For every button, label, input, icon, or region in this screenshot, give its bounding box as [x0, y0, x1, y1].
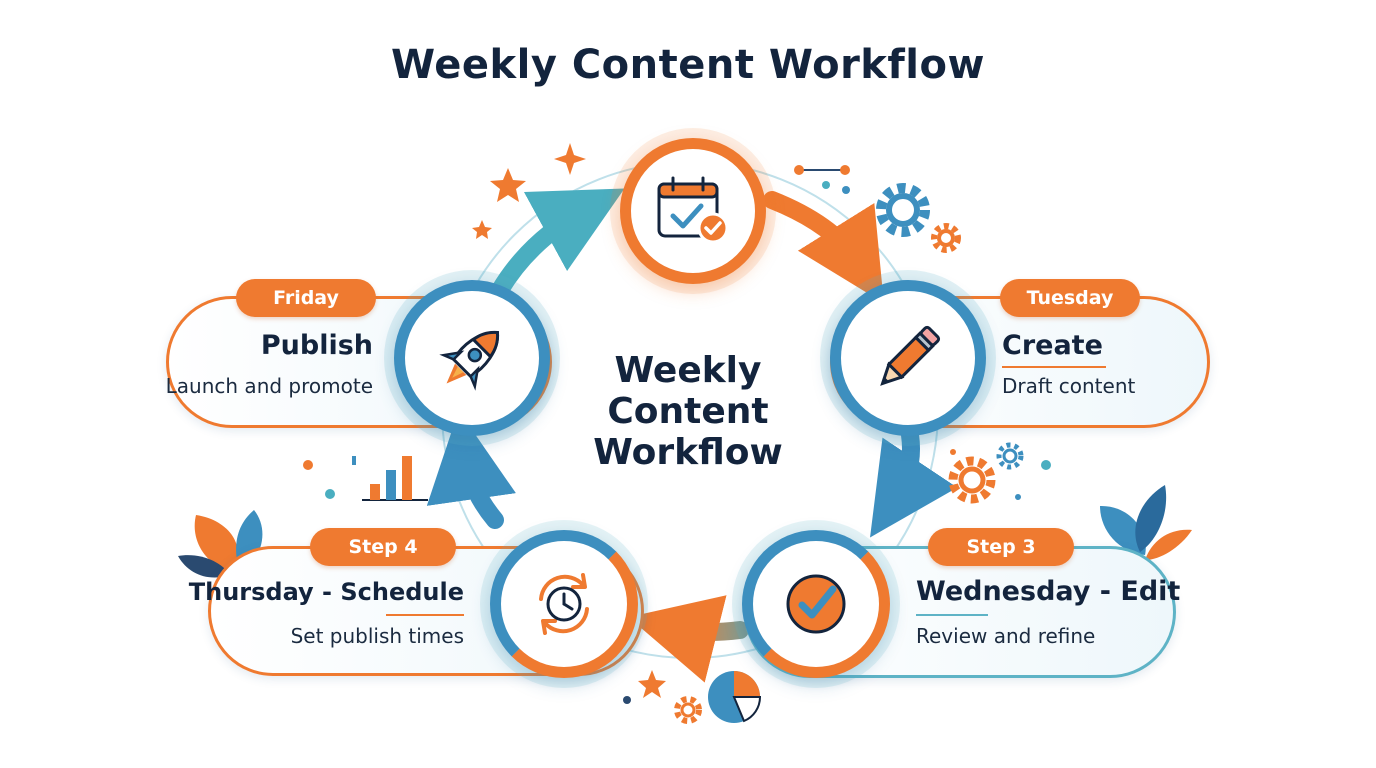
step-title-schedule: Thursday - Schedule	[188, 578, 464, 606]
star-bottom-icon	[638, 670, 666, 698]
connector-dots-icon	[794, 165, 850, 194]
star-icon	[490, 168, 526, 202]
star-small-icon	[472, 220, 492, 239]
pie-chart-icon	[708, 671, 762, 723]
calendar-check-icon	[657, 176, 729, 244]
badge-tuesday: Tuesday	[1000, 279, 1140, 317]
leaf-right-icon	[1100, 485, 1192, 560]
node-pencil	[830, 280, 986, 436]
gear-small-icon	[931, 223, 961, 253]
node-rocket	[394, 280, 550, 436]
bar-chart-icon	[352, 456, 428, 501]
sparkle-icon	[554, 143, 586, 175]
step-title-edit: Wednesday - Edit	[916, 576, 1181, 607]
center-label-line-1: Weekly	[614, 350, 762, 391]
center-label-line-3: Workflow	[593, 432, 783, 473]
node-calendar	[620, 138, 766, 284]
step-subtitle-create: Draft content	[1002, 374, 1136, 398]
badge-friday: Friday	[236, 279, 376, 317]
node-clock	[490, 530, 638, 678]
create-underline	[1002, 366, 1106, 368]
arrow-right-to-bottomright	[870, 426, 958, 538]
badge-step-3: Step 3	[928, 528, 1074, 566]
schedule-underline	[386, 614, 464, 616]
center-label: Weekly Content Workflow	[558, 350, 818, 473]
gear-bottom-icon	[674, 696, 702, 724]
arrow-bottomright-to-bottomleft	[628, 595, 749, 683]
gear-orange-icon	[948, 456, 996, 504]
step-title-publish: Publish	[260, 330, 373, 361]
edit-underline	[916, 614, 988, 616]
arrow-bottomleft-to-left	[426, 410, 516, 529]
step-title-create: Create	[1002, 330, 1103, 361]
arrow-left-to-top	[491, 188, 625, 299]
arrow-top-to-right	[763, 191, 884, 304]
center-label-line-2: Content	[607, 391, 769, 432]
checkmark-icon	[786, 574, 846, 634]
gear-blue-icon	[996, 442, 1024, 470]
clock-refresh-icon	[539, 573, 589, 635]
badge-step-4: Step 4	[310, 528, 456, 566]
rocket-icon	[439, 330, 500, 391]
step-subtitle-edit: Review and refine	[916, 624, 1096, 648]
pencil-icon	[880, 325, 941, 386]
step-subtitle-schedule: Set publish times	[290, 624, 464, 648]
node-check	[742, 530, 890, 678]
step-subtitle-publish: Launch and promote	[165, 374, 373, 398]
page-title: Weekly Content Workflow	[391, 42, 985, 88]
gear-icon	[876, 183, 930, 237]
